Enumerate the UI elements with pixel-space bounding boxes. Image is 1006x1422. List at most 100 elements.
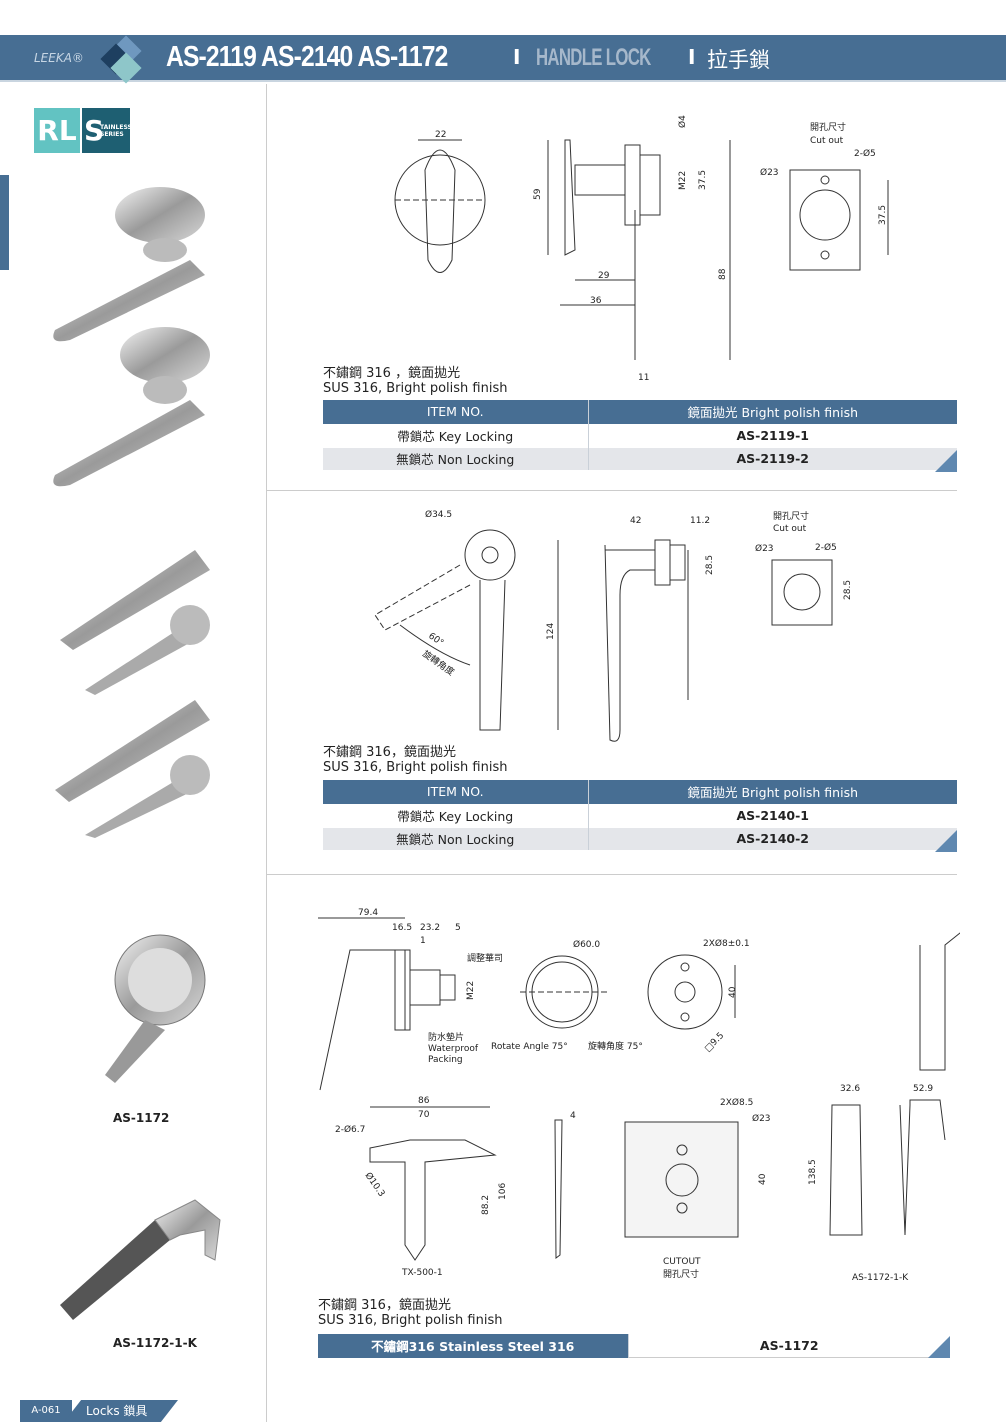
dim-label: 調整華司: [467, 952, 503, 964]
cell: 帶鎖芯 Key Locking: [323, 803, 588, 827]
dim-label: 52.9: [913, 1084, 933, 1094]
caption-en: SUS 316, Bright polish finish: [323, 760, 508, 775]
caption-en: SUS 316, Bright polish finish: [318, 1313, 503, 1328]
caption-cn: 不鏽鋼 316，鏡面拋光: [318, 1298, 451, 1313]
caption-cn: 不鏽鋼 316 ，鏡面拋光: [323, 366, 461, 381]
dim-label: Ø34.5: [425, 509, 452, 520]
logo-rl: RL: [34, 108, 80, 153]
corner-mark: [935, 450, 957, 472]
dim-label: 59: [533, 188, 543, 200]
corner-mark: [935, 830, 957, 852]
item-table: ITEM NO.鏡面拋光 Bright polish finish 帶鎖芯 Ke…: [323, 780, 957, 850]
column-header: ITEM NO.: [323, 780, 588, 804]
page-title: AS-2119 AS-2140 AS-1172: [166, 41, 448, 73]
page-title-cn: 拉手鎖: [707, 48, 770, 72]
dim-label: Waterproof: [428, 1044, 479, 1054]
dim-label: 106: [498, 1183, 508, 1200]
product-photo-as1172: [105, 934, 206, 1083]
dim-label: 16.5: [392, 923, 412, 933]
dim-label: AS-1172-1-K: [852, 1273, 909, 1283]
divider: I: [513, 45, 521, 69]
dim-label: 88.2: [481, 1195, 491, 1215]
dim-label: Ø23: [752, 1113, 771, 1124]
cutout-label: 開孔尺寸: [663, 1268, 699, 1280]
product-photo-as2140: [55, 550, 210, 838]
dim-label: 29: [598, 271, 610, 281]
dim-label: 36: [590, 296, 602, 306]
dim-label: 2-Ø6.7: [335, 1124, 365, 1135]
dim-label: 旋轉角度 75°: [588, 1040, 643, 1052]
dim-label: 11.2: [690, 516, 710, 526]
drawing-as1172: 79.4 16.5 23.2 5 1 調整華司 M22 防水墊片 Waterpr…: [318, 908, 960, 1283]
page-number: A-061: [20, 1400, 72, 1422]
logo-s: S: [84, 114, 105, 147]
material-cell: 不鏽鋼316 Stainless Steel 316: [318, 1333, 628, 1358]
dim-label: 2XØ8.5: [720, 1097, 753, 1108]
dim-label: 124: [546, 623, 556, 640]
dim-label: Ø23: [755, 543, 774, 554]
dim-label: 1: [420, 936, 426, 946]
dim-label: 42: [630, 516, 641, 526]
cell: 帶鎖芯 Key Locking: [323, 423, 588, 447]
cutout-label: 開孔尺寸: [810, 121, 846, 133]
section-divider: [267, 490, 957, 491]
dim-label: 旋轉角度: [420, 648, 456, 678]
item-cell: AS-1172: [627, 1333, 950, 1358]
dim-label: TX-500-1: [401, 1268, 443, 1278]
dim-label: 28.5: [705, 555, 715, 575]
column-header: 鏡面拋光 Bright polish finish: [587, 780, 957, 804]
cell: AS-2119-2: [587, 446, 957, 470]
dim-label: Ø23: [760, 167, 779, 178]
product-photo-as2119: [53, 187, 210, 487]
dim-label: 5: [455, 923, 461, 933]
cell: AS-2140-1: [587, 803, 957, 827]
cell: AS-2140-2: [587, 826, 957, 850]
dim-label: 138.5: [808, 1159, 818, 1185]
dim-label: 2XØ8±0.1: [703, 938, 750, 949]
dim-label: 11: [638, 373, 649, 383]
dim-label: 88: [718, 268, 728, 280]
dim-label: Packing: [428, 1055, 463, 1065]
page-subtitle: HANDLE LOCK: [536, 44, 651, 71]
dim-label: Rotate Angle 75°: [491, 1042, 568, 1052]
dim-label: 70: [418, 1110, 430, 1120]
header-bar: LEEKA® AS-2119 AS-2140 AS-1172 I HANDLE …: [0, 35, 1006, 84]
cutout-label: Cut out: [810, 136, 844, 146]
cell: 無鎖芯 Non Locking: [323, 446, 588, 470]
dim-label: 86: [418, 1096, 430, 1106]
dim-label: 4: [570, 1111, 576, 1121]
dim-label: 28.5: [843, 580, 853, 600]
cutout-label: CUTOUT: [663, 1257, 701, 1267]
product-label: AS-1172: [113, 1111, 170, 1125]
corner-mark: [928, 1336, 950, 1358]
dim-label: 2-Ø5: [815, 542, 837, 553]
dim-label: 60°: [426, 631, 445, 648]
dim-label: M22: [678, 171, 688, 190]
column-divider: [266, 84, 267, 1422]
dim-label: 40: [728, 986, 738, 998]
dim-label: 79.4: [358, 908, 378, 918]
brand-logo: LEEKA®: [34, 51, 84, 65]
drawing-as2119: 22 59 Ø4 M22 37.5 29 36 88 11 開孔尺寸 Cut o…: [394, 115, 889, 383]
dim-label: Ø60.0: [573, 939, 600, 950]
column-header: ITEM NO.: [323, 400, 588, 424]
dim-label: □9.5: [703, 1031, 726, 1054]
dim-label: Ø4: [677, 115, 688, 128]
cell: 無鎖芯 Non Locking: [323, 826, 588, 850]
caption-en: SUS 316, Bright polish finish: [323, 381, 508, 396]
dim-label: 22: [435, 130, 446, 140]
caption-cn: 不鏽鋼 316，鏡面拋光: [323, 745, 456, 760]
dim-label: 防水墊片: [428, 1031, 464, 1043]
dim-label: 32.6: [840, 1084, 860, 1094]
section-label: Locks 鎖具: [64, 1400, 178, 1422]
column-header: 鏡面拋光 Bright polish finish: [587, 400, 957, 424]
